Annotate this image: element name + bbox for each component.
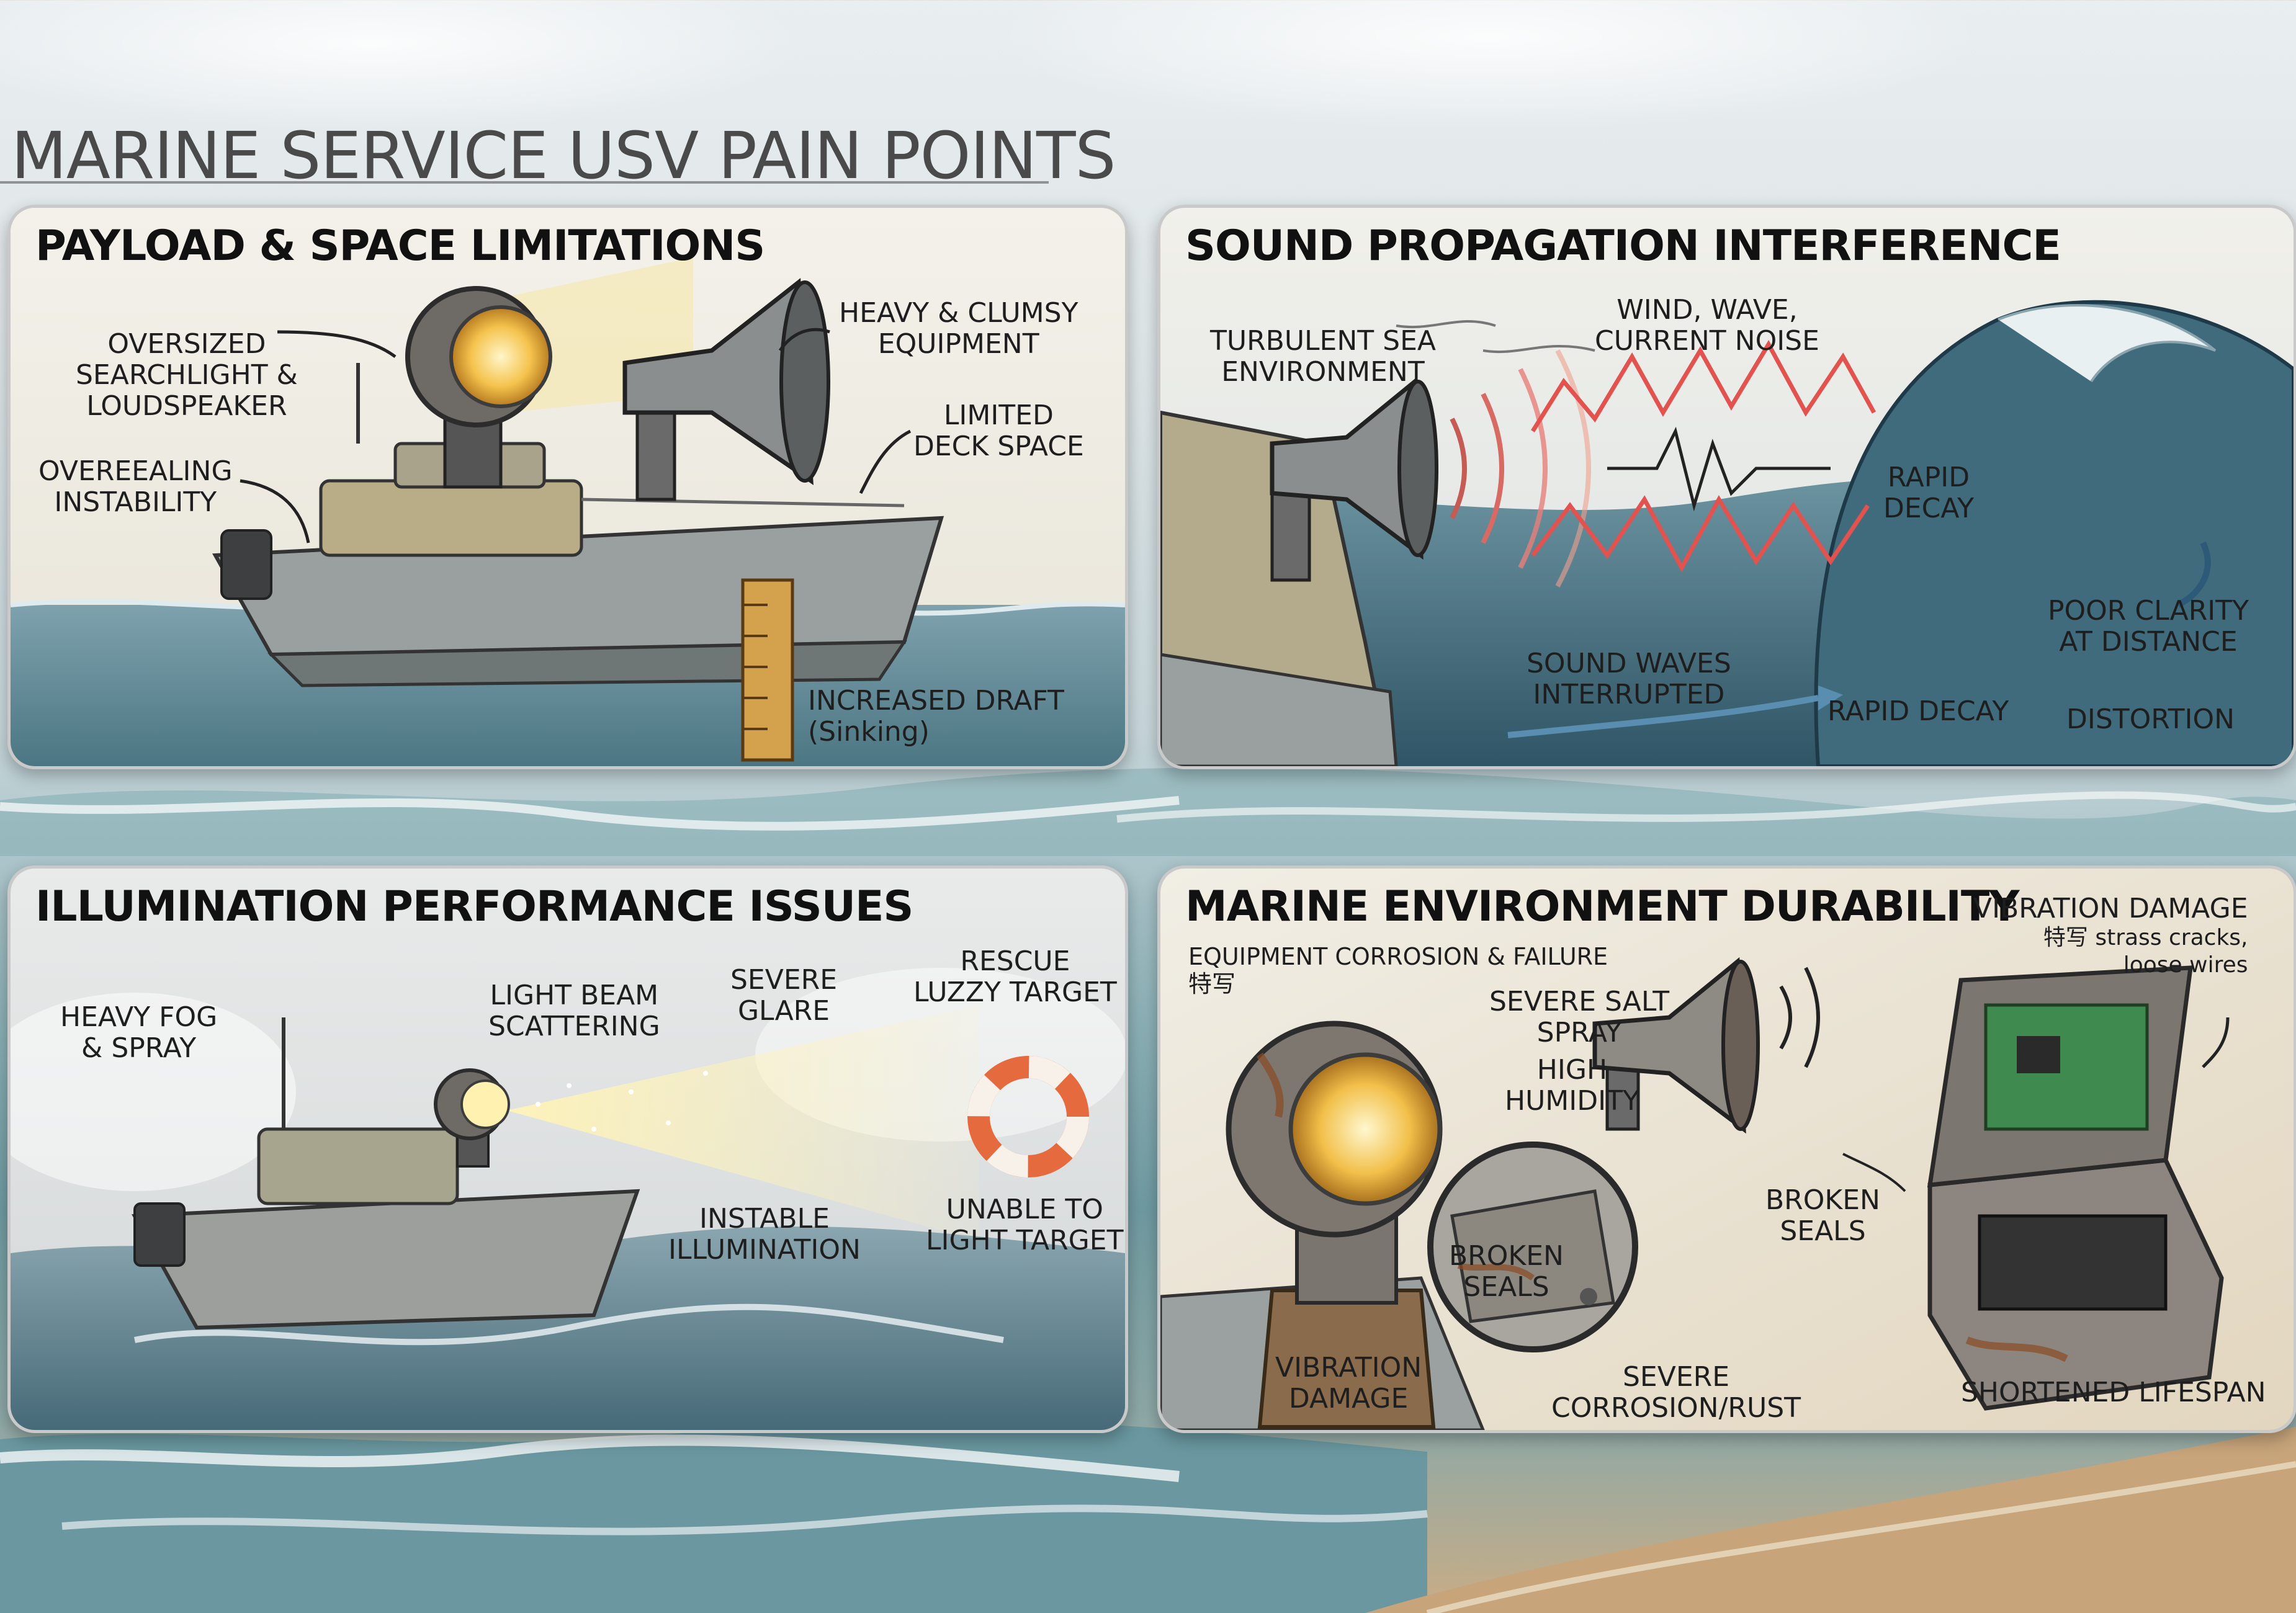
label-limited-deck: LIMITED DECK SPACE bbox=[913, 400, 1084, 462]
panel-illumination-issues: ILLUMINATION PERFORMANCE ISSUES HEAVY FO… bbox=[7, 865, 1128, 1433]
label-instable-illumination: INSTABLE ILLUMINATION bbox=[668, 1203, 861, 1266]
label-unable-light-target: UNABLE TO LIGHT TARGET bbox=[926, 1194, 1124, 1256]
loudspeaker-icon bbox=[622, 278, 830, 501]
label-light-scattering: LIGHT BEAM SCATTERING bbox=[488, 980, 660, 1042]
label-increased-draft: INCREASED DRAFT (Sinking) bbox=[808, 685, 1064, 748]
searchlight-icon bbox=[434, 1068, 510, 1168]
label-broken-seals-right: BROKEN SEALS bbox=[1765, 1184, 1880, 1247]
panel-payload-space-limitations: PAYLOAD & SPACE LIMITATIONS OVERSIZED SE… bbox=[7, 205, 1128, 769]
label-high-humidity: HIGH HUMIDITY bbox=[1505, 1054, 1639, 1117]
label-vibration-cracks: VIBRATION DAMAGE 特写 strass cracks, loose… bbox=[1973, 893, 2248, 978]
panel-title-payload: PAYLOAD & SPACE LIMITATIONS bbox=[35, 221, 765, 270]
panel-sound-propagation: SOUND PROPAGATION INTERFERENCE TURBULENT… bbox=[1157, 205, 2296, 769]
label-rapid-decay-top: RAPID DECAY bbox=[1883, 462, 1974, 524]
label-heavy-fog: HEAVY FOG & SPRAY bbox=[60, 1001, 218, 1064]
label-distortion: DISTORTION bbox=[2066, 704, 2235, 735]
boat-icon bbox=[1160, 410, 1398, 766]
sound-panel-illustration bbox=[1160, 208, 2294, 766]
label-turbulent-sea: TURBULENT SEA ENVIRONMENT bbox=[1210, 325, 1436, 388]
label-sound-interrupted: SOUND WAVES INTERRUPTED bbox=[1527, 648, 1731, 710]
lifebuoy-icon bbox=[967, 1056, 1089, 1177]
label-vibration-damage: VIBRATION DAMAGE bbox=[1275, 1352, 1422, 1414]
label-poor-clarity: POOR CLARITY AT DISTANCE bbox=[2048, 595, 2249, 658]
illumination-panel-illustration bbox=[11, 869, 1125, 1430]
label-rapid-decay-bottom: RAPID DECAY bbox=[1827, 695, 2009, 727]
searchlight-icon bbox=[1226, 1021, 1443, 1429]
label-broken-seals-left: BROKEN SEALS bbox=[1449, 1240, 1564, 1303]
panel-title-sound: SOUND PROPAGATION INTERFERENCE bbox=[1185, 221, 2061, 270]
loudspeaker-icon bbox=[1592, 957, 1760, 1134]
payload-panel-illustration bbox=[11, 208, 1125, 766]
magnifier-icon bbox=[1427, 1142, 1638, 1352]
page-title: MARINE SERVICE USV PAIN POINTS bbox=[11, 118, 1116, 194]
searchlight-icon bbox=[405, 286, 552, 489]
electronics-box-icon bbox=[1927, 965, 2224, 1411]
label-severe-corrosion-rust: SEVERE CORROSION/RUST bbox=[1551, 1361, 1801, 1424]
label-oversized-equipment: OVERSIZED SEARCHLIGHT & LOUDSPEAKER bbox=[76, 328, 298, 422]
panel-title-illumination: ILLUMINATION PERFORMANCE ISSUES bbox=[35, 882, 913, 931]
label-severe-salt-spray: SEVERE SALT SPRAY bbox=[1489, 986, 1670, 1048]
label-severe-glare: SEVERE GLARE bbox=[730, 964, 838, 1027]
label-instability: OVEREEALING INSTABILITY bbox=[38, 455, 233, 518]
label-equipment-corrosion: EQUIPMENT CORROSION & FAILURE 特写 bbox=[1188, 943, 1608, 998]
wave-icon bbox=[1814, 300, 2294, 766]
durability-panel-illustration bbox=[1160, 869, 2294, 1430]
label-shortened-lifespan: SHORTENED LIFESPAN bbox=[1961, 1377, 2266, 1408]
panel-title-durability: MARINE ENVIRONMENT DURABILITY bbox=[1185, 882, 2019, 931]
boat-icon bbox=[132, 1017, 640, 1330]
label-rescue-target: RESCUE LUZZY TARGET bbox=[913, 945, 1117, 1008]
label-wind-wave-noise: WIND, WAVE, CURRENT NOISE bbox=[1595, 294, 1819, 357]
loudspeaker-icon bbox=[1270, 377, 1438, 582]
panel-environment-durability: MARINE ENVIRONMENT DURABILITY EQUIPMENT … bbox=[1157, 865, 2296, 1433]
title-underline bbox=[0, 181, 1049, 184]
draft-gauge-icon bbox=[741, 578, 794, 762]
label-heavy-equipment: HEAVY & CLUMSY EQUIPMENT bbox=[839, 297, 1078, 360]
